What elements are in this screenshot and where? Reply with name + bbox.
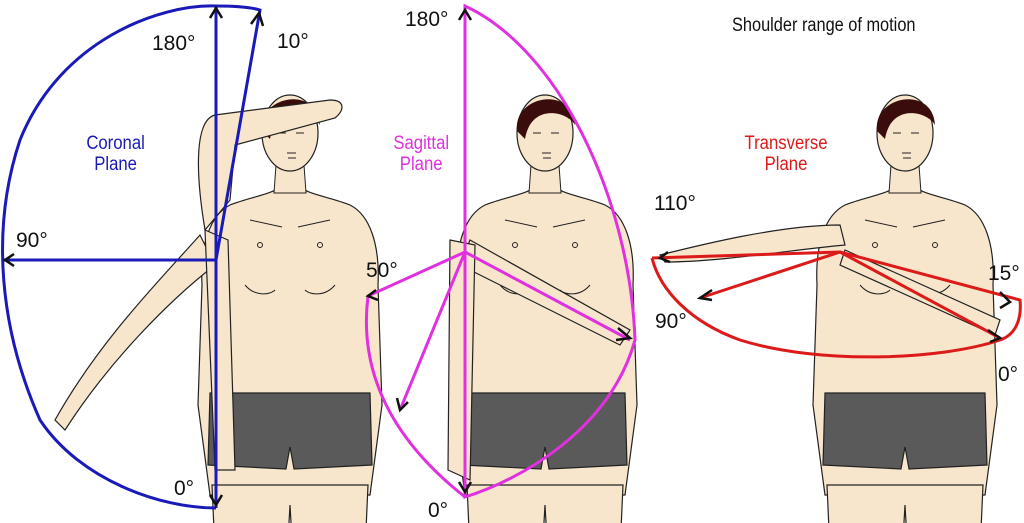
transverse-angle-0: 0° (998, 363, 1019, 386)
coronal-plane-line2: Plane (94, 153, 137, 175)
coronal-arrowheads (2, 5, 265, 508)
transverse-plane-line1: Transverse (744, 133, 828, 154)
sagittal-angle-0: 0° (428, 499, 449, 522)
coronal-angle-180: 180° (152, 32, 196, 55)
sagittal-angle-50: 50° (366, 259, 398, 282)
sagittal-plane-line2: Plane (399, 153, 443, 175)
coronal-angle-0: 0° (174, 477, 195, 500)
coronal-plane-label: Coronal Plane (76, 133, 155, 176)
diagram-title: Shoulder range of motion (732, 15, 916, 36)
transverse-angle-90: 90° (655, 310, 687, 333)
coronal-angle-90: 90° (16, 229, 48, 252)
transverse-plane-line2: Plane (764, 153, 808, 175)
coronal-arc (1, 4, 262, 510)
transverse-angle-110: 110° (654, 192, 696, 215)
transverse-arrowheads (657, 251, 1013, 344)
sagittal-plane-label: Sagittal Plane (386, 133, 456, 176)
lowered-arm (54, 233, 216, 431)
transverse-plane-label: Transverse Plane (742, 133, 830, 176)
sagittal-angle-180: 180° (405, 8, 449, 31)
transverse-arc (650, 250, 1022, 359)
transverse-angle-15: 15° (988, 262, 1020, 285)
coronal-angle-10: 10° (277, 30, 309, 53)
coronal-plane-line1: Coronal (86, 133, 145, 154)
sagittal-arrowheads (365, 7, 633, 495)
sagittal-plane-line1: Sagittal (393, 133, 450, 154)
abducted-arm (658, 224, 846, 263)
sagittal-arc (364, 3, 637, 500)
